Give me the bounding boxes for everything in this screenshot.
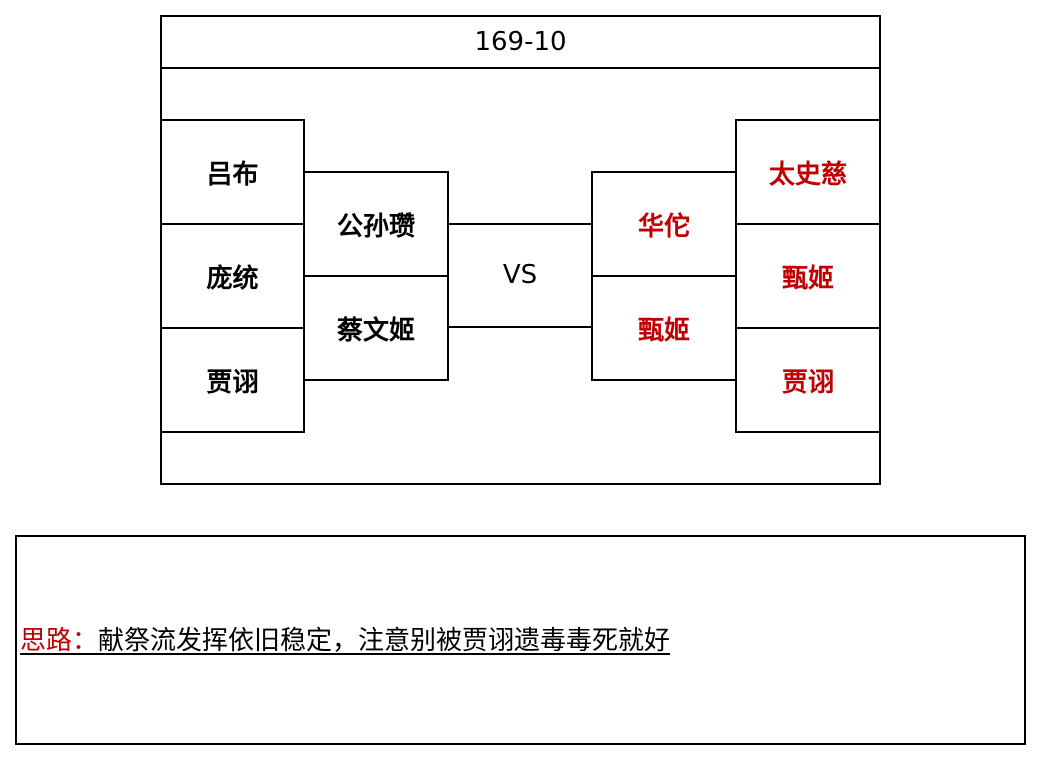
- score-header: 169-10: [160, 15, 881, 69]
- right-inner-slot-1: 华佗: [591, 171, 737, 277]
- strategy-note-label: 思路：: [20, 626, 99, 656]
- hero-name: 蔡文姬: [336, 315, 415, 346]
- right-outer-slot-2: 甄姬: [735, 223, 881, 329]
- left-inner-slot-1: 公孙瓒: [303, 171, 449, 277]
- left-outer-slot-3: 贾诩: [160, 327, 305, 433]
- hero-name: 甄姬: [637, 315, 690, 346]
- connector-left-bottom: [447, 326, 593, 328]
- strategy-note-box: [15, 535, 1026, 745]
- right-outer-slot-1: 太史慈: [735, 119, 881, 225]
- hero-name: 贾诩: [781, 367, 834, 398]
- hero-name: 庞统: [206, 263, 259, 294]
- hero-name: 公孙瓒: [336, 211, 415, 242]
- connector-left-top: [447, 223, 593, 225]
- left-inner-slot-2: 蔡文姬: [303, 275, 449, 381]
- hero-name: 华佗: [637, 211, 690, 242]
- hero-name: 贾诩: [206, 367, 259, 398]
- vs-label: VS: [502, 260, 538, 290]
- left-outer-slot-2: 庞统: [160, 223, 305, 329]
- strategy-note: 思路：献祭流发挥依旧稳定，注意别被贾诩遗毒毒死就好: [20, 620, 670, 657]
- left-outer-slot-1: 吕布: [160, 119, 305, 225]
- right-inner-slot-2: 甄姬: [591, 275, 737, 381]
- hero-name: 甄姬: [781, 263, 834, 294]
- hero-name: 吕布: [206, 159, 259, 190]
- right-outer-slot-3: 贾诩: [735, 327, 881, 433]
- score-text: 169-10: [474, 27, 567, 57]
- hero-name: 太史慈: [768, 159, 847, 190]
- strategy-note-text: 献祭流发挥依旧稳定，注意别被贾诩遗毒毒死就好: [98, 626, 671, 656]
